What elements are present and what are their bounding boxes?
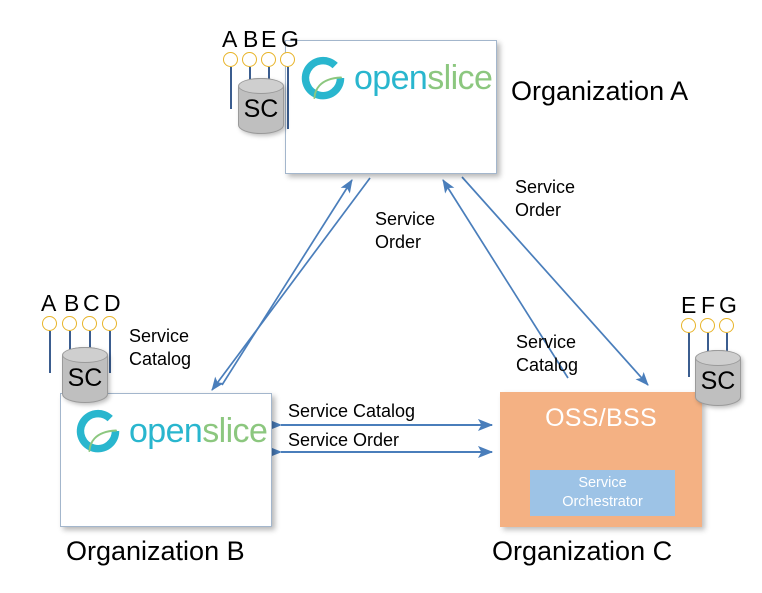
service-node-a [223, 52, 238, 67]
service-catalog-cylinder-org-c: SC [695, 350, 741, 406]
service-catalog-cylinder-org-b: SC [62, 347, 108, 403]
service-letter-e: E [261, 26, 277, 52]
service-node-b [242, 52, 257, 67]
organization-c-ossbss-box[interactable]: OSS/BSS Service Orchestrator [500, 392, 702, 527]
edge-label-line1: Service [515, 177, 576, 197]
ossbss-title: OSS/BSS [545, 404, 657, 432]
service-letter-f: F [701, 292, 716, 318]
openslice-logo-org-a: openslice [297, 52, 493, 104]
organization-b-caption: Organization B [66, 536, 245, 566]
organization-a-caption: Organization A [511, 76, 689, 106]
service-letter-g: G [719, 292, 737, 318]
openslice-word-slice: slice [427, 58, 493, 97]
edge-label-a-c-service-order: Service Order [515, 176, 575, 222]
openslice-logo-org-b: openslice [72, 405, 268, 457]
service-orchestrator-line2: Orchestrator [562, 494, 643, 510]
edge-label-a-b-service-catalog: Service Catalog [129, 325, 191, 371]
service-node-a [42, 316, 57, 331]
service-stem-a [49, 331, 51, 373]
edge-label-b-c-service-catalog: Service Catalog [288, 401, 416, 421]
edge-label-line2: Catalog [516, 355, 579, 375]
edge-label-a-c-service-catalog: Service Catalog [516, 331, 578, 377]
organization-c-caption: Organization C [492, 536, 673, 566]
service-catalog-cylinder-org-a: SC [238, 78, 284, 134]
service-letter-d: D [104, 290, 121, 316]
openslice-word-open: open [354, 58, 428, 97]
service-stem-d [109, 331, 111, 373]
service-letter-e: E [681, 292, 697, 318]
service-stem-a [230, 67, 232, 109]
service-node-f [700, 318, 715, 333]
service-node-e [681, 318, 696, 333]
edge-label-line1: Service [129, 326, 190, 346]
arrow-b-to-a-service-order [221, 179, 353, 386]
edge-label-line2: Order [375, 232, 422, 252]
openslice-wordmark: openslice [354, 58, 493, 98]
service-catalog-org-a: A B E G SC [222, 26, 312, 134]
service-letter-c: C [83, 290, 100, 316]
edge-label-b-c-service-order: Service Order [288, 430, 400, 450]
openslice-wordmark: openslice [129, 411, 268, 451]
service-letter-a: A [41, 290, 57, 316]
service-letter-b: B [64, 290, 80, 316]
service-stem-g [287, 67, 289, 129]
edge-label-line2: Catalog [129, 349, 192, 369]
service-catalog-org-c: E F G SC [680, 292, 762, 406]
service-node-b [62, 316, 77, 331]
service-orchestrator-box[interactable]: Service Orchestrator [530, 470, 675, 516]
service-stem-e [688, 333, 690, 377]
cylinder-label-org-c: SC [700, 367, 736, 395]
service-letter-a: A [222, 26, 238, 52]
edge-label-line1: Service [516, 332, 577, 352]
edge-label-line1: Service [375, 209, 436, 229]
openslice-word-slice: slice [202, 411, 268, 450]
cylinder-label-org-b: SC [67, 364, 103, 392]
service-orchestrator-line1: Service [578, 475, 627, 491]
edge-label-a-b-service-order: Service Order [375, 208, 435, 254]
service-letter-b: B [243, 26, 259, 52]
openslice-word-open: open [129, 411, 203, 450]
openslice-mark-icon [76, 409, 120, 453]
edge-label-line2: Order [515, 200, 562, 220]
service-node-e [261, 52, 276, 67]
service-node-c [82, 316, 97, 331]
arrow-a-to-b-service-catalog [211, 177, 371, 391]
service-letter-g: G [281, 26, 299, 52]
service-node-d [102, 316, 117, 331]
openslice-mark-icon [301, 56, 345, 100]
service-node-g [719, 318, 734, 333]
service-node-g [280, 52, 295, 67]
cylinder-label-org-a: SC [243, 95, 279, 123]
service-catalog-org-b: A B C D SC [41, 290, 141, 405]
